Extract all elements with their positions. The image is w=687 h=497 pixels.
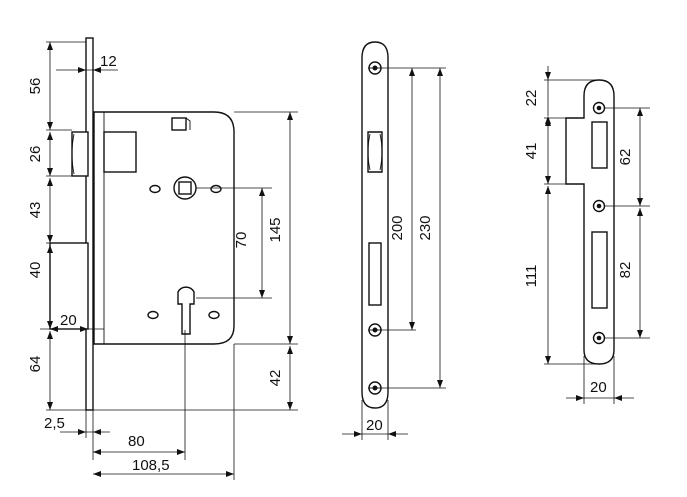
dim-text-80: 80 [128,433,145,450]
dim-body-height: 145 [234,111,298,345]
dim-text-64: 64 [27,356,44,373]
dim-bottom-to-plate-end: 64 [27,331,86,411]
dim-plate-offset: 2,5 [44,410,110,460]
dim-strike-width: 20 [566,356,634,404]
dim-strike-center-to-bottom: 82 [605,208,650,339]
strike-latch-opening [591,121,608,169]
screw-hole [149,184,161,194]
dim-strike-latch-to-center: 62 [605,107,650,207]
dim-text-145: 145 [267,217,284,242]
dim-backset: 80 [93,330,186,460]
dim-faceplate-total: 230 [417,68,443,388]
case-notch-tab [185,117,191,130]
strike-bolt-opening [591,231,608,309]
dim-text-70: 70 [233,232,250,249]
dim-text-111: 111 [523,265,540,288]
dim-text-56: 56 [27,78,44,95]
strike-screw-middle [592,199,606,213]
dim-strike-latch-height: 41 [523,117,566,185]
dim-cylinder-to-bottom: 42 [93,346,298,411]
dim-text-43: 43 [27,202,44,219]
dim-text-230: 230 [417,215,434,240]
dim-faceplate-inner: 200 [381,67,446,389]
strike-screw-bottom [592,331,606,345]
dim-text-82: 82 [617,262,634,279]
cylinder-cutout [177,286,195,335]
dim-bolt-height: 40 [27,245,53,329]
dim-text-108-5: 108,5 [132,457,170,474]
dim-gap-latch-bolt: 43 [27,178,53,244]
dim-body-depth: 108,5 [93,344,235,480]
lock-faceplate-strip [85,37,94,411]
dim-text-40: 40 [27,262,44,279]
faceplate-view: 200 230 20 [342,41,446,440]
dim-text-20-strike: 20 [590,379,607,396]
dim-text-20-throw: 20 [60,312,77,329]
screw-hole [210,184,222,194]
latch-internal [103,131,137,173]
dim-text-20-faceplate: 20 [366,417,383,434]
dim-faceplate-top: 56 [27,41,86,131]
bolt-opening [368,242,382,306]
handle-square-hole [178,181,192,195]
dim-text-42: 42 [267,370,284,387]
screw-hole [208,310,220,320]
dim-handle-to-cylinder: 70 [196,187,272,299]
dim-text-2-5: 2,5 [44,415,65,432]
dim-text-41: 41 [523,143,540,160]
latch-bolt-curve [71,133,75,175]
dim-bolt-throw: 20 [40,312,104,332]
lock-body-view: 56 12 26 43 40 [27,37,298,480]
strike-screw-top [592,101,606,115]
dim-strike-lower: 111 [523,186,599,365]
strike-plate-outline [565,79,615,365]
dim-faceplate-thickness: 12 [56,53,118,73]
dim-text-26: 26 [27,146,44,163]
dim-latch-height: 26 [27,132,72,177]
strike-plate-view: 22 41 111 62 [523,66,650,404]
case-notch [171,117,187,131]
dim-text-22: 22 [523,90,540,107]
dim-faceplate-width: 20 [342,400,408,440]
screw-hole [147,310,159,320]
dim-text-200: 200 [389,215,406,240]
faceplate-outline [361,41,389,409]
latch-bolt [71,131,89,177]
dim-strike-top: 22 [523,66,599,124]
dim-text-12: 12 [100,53,117,70]
dim-text-62: 62 [617,149,634,166]
